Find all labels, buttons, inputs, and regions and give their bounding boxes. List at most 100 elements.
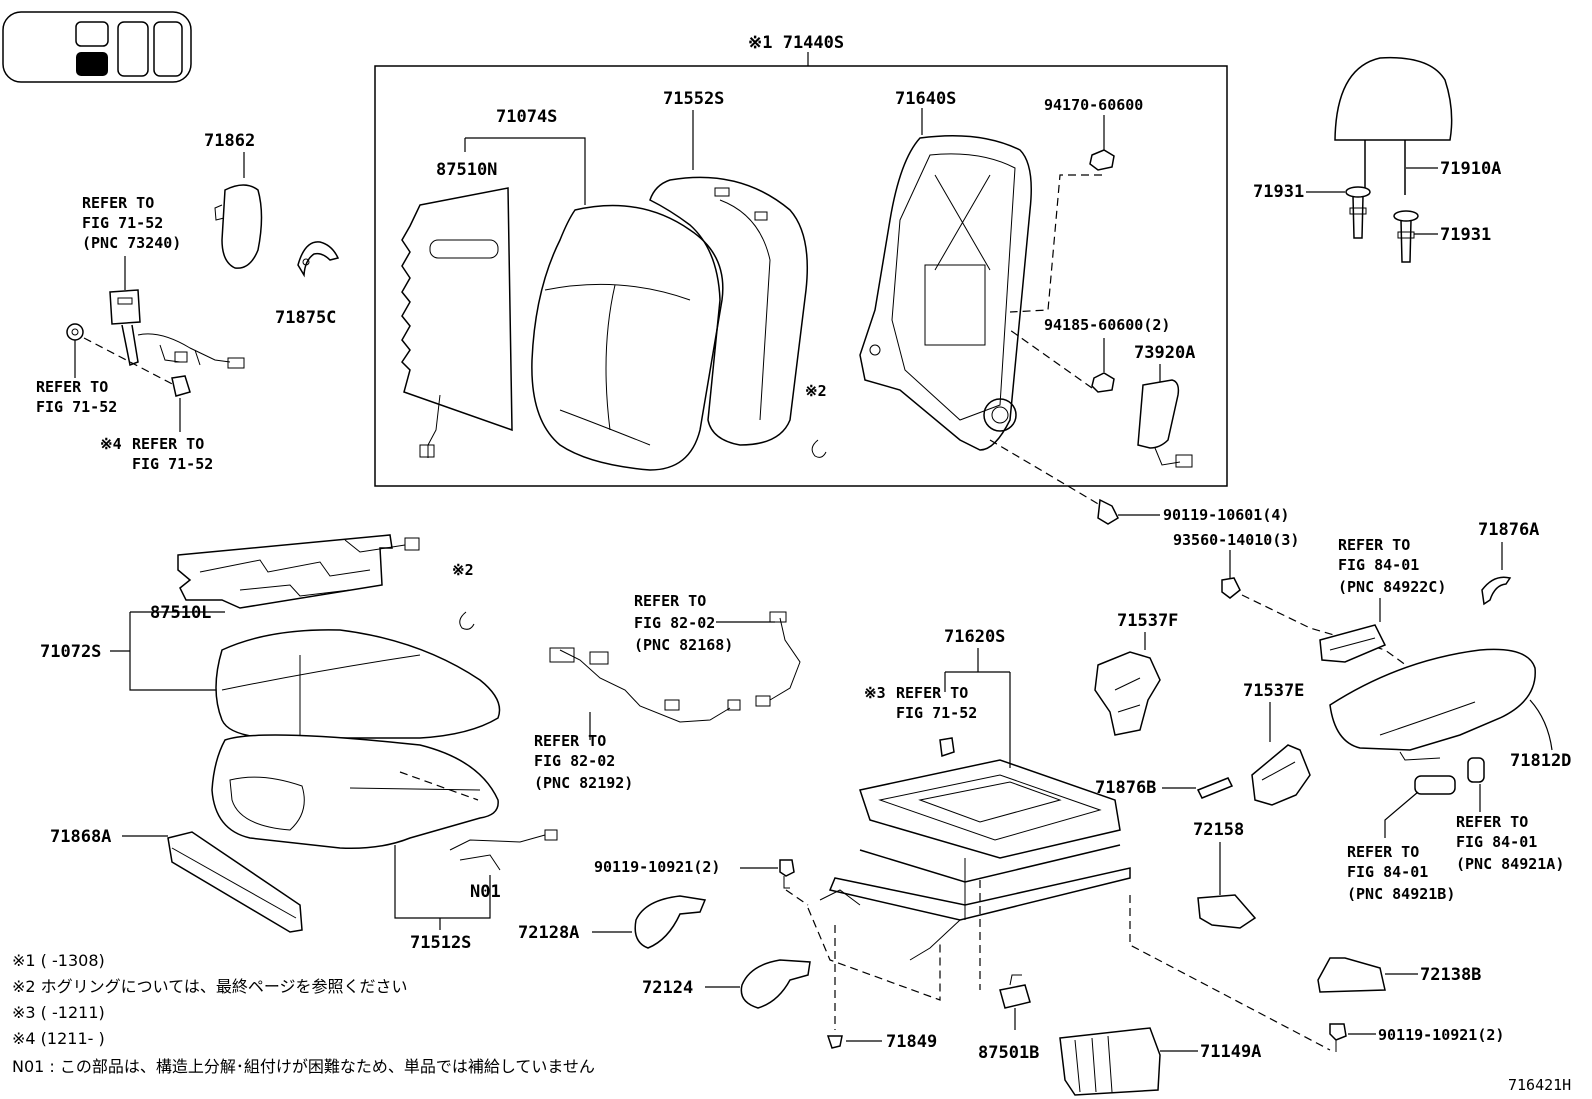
svg-text:REFER TO: REFER TO bbox=[36, 378, 108, 396]
label-72158: 72158 bbox=[1193, 820, 1244, 840]
svg-text:REFER TO: REFER TO bbox=[1456, 813, 1528, 831]
label-71849: 71849 bbox=[886, 1032, 937, 1052]
svg-text:REFER TO: REFER TO bbox=[1338, 536, 1410, 554]
label-94185-60600: 94185-60600(2) bbox=[1044, 316, 1170, 334]
footnote-4: ※4 (1211- ) bbox=[12, 1029, 105, 1048]
part-71910A-drawing bbox=[1334, 56, 1453, 195]
svg-text:FIG 84-01: FIG 84-01 bbox=[1338, 556, 1419, 574]
part-71876A-drawing bbox=[1481, 576, 1512, 606]
svg-text:REFER TO: REFER TO bbox=[1347, 843, 1419, 861]
ref-84921B: REFER TO FIG 84-01 (PNC 84921B) bbox=[1347, 843, 1455, 903]
label-72124: 72124 bbox=[642, 978, 693, 998]
part-71849-drawing bbox=[826, 1035, 843, 1049]
part-87510N-drawing bbox=[401, 187, 513, 458]
part-73920A-drawing bbox=[1137, 379, 1193, 468]
footnote-1: ※1 ( -1308) bbox=[12, 951, 105, 970]
part-71868A-drawing bbox=[167, 831, 303, 933]
label-73920A: 73920A bbox=[1134, 343, 1195, 363]
label-71876B: 71876B bbox=[1095, 778, 1156, 798]
group-label: ※1 71440S bbox=[748, 33, 844, 53]
bracket-icon bbox=[939, 737, 955, 758]
part-71875C-drawing bbox=[297, 241, 340, 278]
switch-knob-drawing-1 bbox=[1414, 775, 1456, 795]
part-72138B-drawing bbox=[1317, 957, 1386, 993]
svg-text:※3: ※3 bbox=[864, 684, 886, 702]
bolt-icon-4 bbox=[1329, 1023, 1347, 1052]
part-71537E-drawing bbox=[1251, 744, 1311, 806]
part-71149A-drawing bbox=[1059, 1027, 1161, 1096]
part-72158-drawing bbox=[1197, 894, 1257, 929]
part-71862-drawing bbox=[214, 184, 263, 269]
part-87510L-drawing bbox=[177, 534, 420, 609]
svg-text:(PNC 82168): (PNC 82168) bbox=[634, 636, 733, 654]
svg-text:REFER TO: REFER TO bbox=[534, 732, 606, 750]
label-N01: N01 bbox=[470, 882, 501, 902]
ref-7152a: REFER TO FIG 71-52 bbox=[36, 378, 117, 416]
figure-id: 716421H bbox=[1508, 1076, 1571, 1094]
bolt-icon-3 bbox=[779, 859, 795, 889]
svg-text:FIG 84-01: FIG 84-01 bbox=[1347, 863, 1428, 881]
ref-84921A: REFER TO FIG 84-01 (PNC 84921A) bbox=[1456, 813, 1564, 873]
mark-2-lower: ※2 bbox=[452, 561, 474, 579]
part-87501B-drawing bbox=[999, 974, 1031, 1009]
svg-text:FIG 71-52: FIG 71-52 bbox=[36, 398, 117, 416]
mark-2-upper: ※2 bbox=[805, 382, 827, 400]
hog-ring-icon-2 bbox=[459, 611, 475, 630]
wire-harness-drawing bbox=[549, 611, 801, 723]
label-71876A: 71876A bbox=[1478, 520, 1539, 540]
svg-text:REFER TO: REFER TO bbox=[82, 194, 154, 212]
label-87510N: 87510N bbox=[436, 160, 497, 180]
part-71537F-drawing bbox=[1094, 651, 1161, 736]
label-71512S: 71512S bbox=[410, 933, 471, 953]
part-71640S-drawing bbox=[859, 134, 1032, 451]
svg-text:REFER TO: REFER TO bbox=[634, 592, 706, 610]
label-71537E: 71537E bbox=[1243, 681, 1304, 701]
label-71552S: 71552S bbox=[663, 89, 724, 109]
label-71812D: 71812D bbox=[1510, 751, 1571, 771]
footnote-2: ※2 ホグリングについては、最終ページを参照ください bbox=[12, 977, 408, 996]
part-71812D-drawing bbox=[1329, 648, 1536, 761]
label-71072S: 71072S bbox=[40, 642, 101, 662]
svg-text:(PNC 82192): (PNC 82192) bbox=[534, 774, 633, 792]
part-71074S-drawing bbox=[531, 204, 724, 471]
label-72138B: 72138B bbox=[1420, 965, 1481, 985]
svg-text:REFER TO: REFER TO bbox=[896, 684, 968, 702]
ref-84922C: REFER TO FIG 84-01 (PNC 84922C) bbox=[1338, 536, 1446, 596]
ref-73240: REFER TO FIG 71-52 (PNC 73240) bbox=[82, 194, 181, 252]
part-71512S-drawing bbox=[211, 734, 499, 850]
bolt-icon bbox=[1097, 498, 1119, 525]
seat-belt-buckle-drawing bbox=[109, 289, 245, 369]
ref-7152b: ※4 REFER TO FIG 71-52 bbox=[100, 435, 213, 473]
svg-text:FIG 71-52: FIG 71-52 bbox=[132, 455, 213, 473]
svg-text:(PNC 84921A): (PNC 84921A) bbox=[1456, 855, 1564, 873]
switch-knob-drawing-2 bbox=[1467, 757, 1485, 783]
seatback-group-box: ※1 71440S bbox=[374, 33, 1228, 487]
label-71149A: 71149A bbox=[1200, 1042, 1261, 1062]
ref-82192: REFER TO FIG 82-02 (PNC 82192) bbox=[534, 732, 633, 792]
screw-icon bbox=[1221, 577, 1241, 599]
ref-7152c: ※3 REFER TO FIG 71-52 bbox=[864, 684, 977, 722]
label-71931-left: 71931 bbox=[1253, 182, 1304, 202]
part-72124-drawing bbox=[740, 959, 811, 1009]
part-71931-drawing-1 bbox=[1345, 186, 1371, 239]
part-71072S-drawing bbox=[215, 629, 501, 739]
svg-text:FIG 71-52: FIG 71-52 bbox=[82, 214, 163, 232]
part-N01-drawing bbox=[449, 829, 558, 871]
svg-text:(PNC 84922C): (PNC 84922C) bbox=[1338, 578, 1446, 596]
label-71931-right: 71931 bbox=[1440, 225, 1491, 245]
label-87501B: 87501B bbox=[978, 1043, 1039, 1063]
part-71876B-drawing bbox=[1196, 777, 1234, 799]
svg-text:FIG 82-02: FIG 82-02 bbox=[534, 752, 615, 770]
label-94170-60600: 94170-60600 bbox=[1044, 96, 1143, 114]
svg-text:REFER TO: REFER TO bbox=[132, 435, 204, 453]
label-93560-14010: 93560-14010(3) bbox=[1173, 531, 1299, 549]
footnote-3: ※3 ( -1211) bbox=[12, 1003, 105, 1022]
label-71910A: 71910A bbox=[1440, 159, 1501, 179]
part-71620S-drawing bbox=[819, 759, 1131, 961]
footnote-n01: N01 : この部品は、構造上分解･組付けが困難なため、単品では補給していません bbox=[12, 1057, 595, 1076]
svg-text:(PNC 73240): (PNC 73240) bbox=[82, 234, 181, 252]
label-71074S: 71074S bbox=[496, 107, 557, 127]
svg-text:※4: ※4 bbox=[100, 435, 122, 453]
label-90119-10921-right: 90119-10921(2) bbox=[1378, 1026, 1504, 1044]
